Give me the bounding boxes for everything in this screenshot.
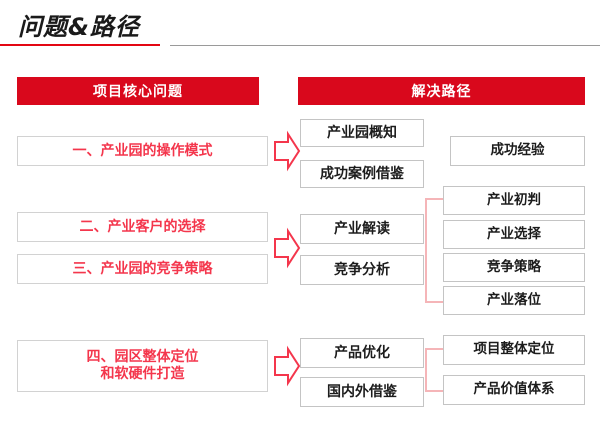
path-box-right-4[interactable]: 竞争策略 [443,253,585,282]
issue-label-3: 三、产业园的竞争策略 [72,260,213,277]
path-box-right-7[interactable]: 产品价值体系 [443,375,585,405]
issue-label-2: 二、产业客户的选择 [79,218,206,235]
path-label-right-7: 产品价值体系 [473,381,555,398]
path-label-right-4: 竞争策略 [487,258,541,275]
path-label-middle-5: 产品优化 [334,344,390,361]
path-label-middle-1: 产业园概知 [327,124,397,141]
path-box-middle-5[interactable]: 产品优化 [300,338,424,368]
issue-box-1[interactable]: 一、产业园的操作模式 [17,136,268,166]
issue-box-3[interactable]: 三、产业园的竞争策略 [17,254,268,284]
path-label-middle-4: 竞争分析 [334,261,390,278]
path-box-middle-1[interactable]: 产业园概知 [300,119,424,147]
path-label-right-2: 产业初判 [487,191,541,208]
issue-label-4-line2: 和软硬件打造 [100,366,185,382]
path-box-right-6[interactable]: 项目整体定位 [443,335,585,365]
path-label-right-1: 成功经验 [490,142,545,159]
title-underline-grey [170,45,600,46]
issue-label-4-line1: 四、园区整体定位 [86,349,199,366]
bracket-connector-icon [425,348,445,392]
path-box-middle-4[interactable]: 竞争分析 [300,255,424,285]
issue-box-4[interactable]: 四、园区整体定位 和软硬件打造 [17,340,268,392]
path-label-right-5: 产业落位 [487,291,541,308]
bracket-connector-icon [425,198,445,303]
column-header-solution-paths: 解决路径 [298,77,585,105]
path-box-middle-3[interactable]: 产业解读 [300,214,424,244]
path-box-middle-6[interactable]: 国内外借鉴 [300,377,424,407]
path-box-right-3[interactable]: 产业选择 [443,220,585,249]
path-label-middle-6: 国内外借鉴 [327,383,397,400]
path-label-right-6: 项目整体定位 [473,341,555,358]
path-label-right-3: 产业选择 [487,225,541,242]
path-box-right-1[interactable]: 成功经验 [450,136,585,166]
block-arrow-right-icon [274,345,301,387]
path-box-right-2[interactable]: 产业初判 [443,186,585,215]
issue-label-1: 一、产业园的操作模式 [72,142,213,159]
path-box-middle-2[interactable]: 成功案例借鉴 [300,160,424,188]
block-arrow-right-icon [274,130,301,172]
title-underline-red [0,44,160,46]
page-title: 问题&路径 [18,13,140,41]
path-box-right-5[interactable]: 产业落位 [443,286,585,315]
issue-box-2[interactable]: 二、产业客户的选择 [17,212,268,242]
path-label-middle-3: 产业解读 [334,220,390,237]
block-arrow-right-icon [274,227,301,269]
path-label-middle-2: 成功案例借鉴 [320,165,404,182]
column-header-core-issues: 项目核心问题 [17,77,259,105]
